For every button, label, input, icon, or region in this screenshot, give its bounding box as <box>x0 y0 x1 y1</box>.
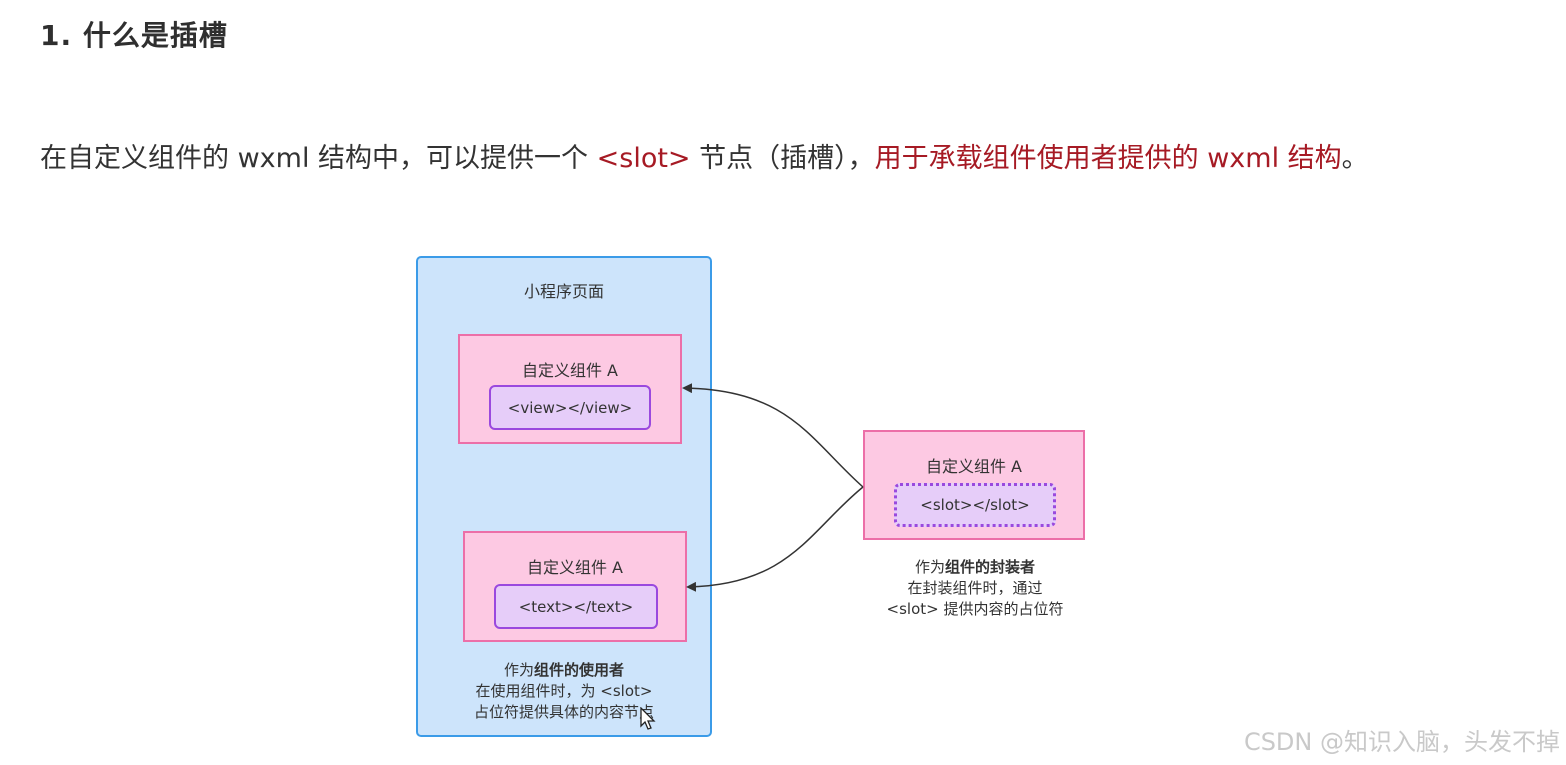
text-node: <text></text> <box>494 584 658 629</box>
consumer-component-top: 自定义组件 A <view></view> <box>458 334 682 444</box>
intro-text-1: 在自定义组件的 wxml 结构中，可以提供一个 <box>40 143 597 174</box>
consumer-component-bottom: 自定义组件 A <text></text> <box>463 531 687 642</box>
intro-paragraph: 在自定义组件的 wxml 结构中，可以提供一个 <slot> 节点（插槽），用于… <box>40 136 1369 175</box>
slot-node: <slot></slot> <box>894 483 1056 527</box>
intro-highlight: 用于承载组件使用者提供的 wxml 结构 <box>874 143 1342 174</box>
consumer-caption-line2: 在使用组件时，为 <slot> <box>475 682 653 700</box>
page-title: 小程序页面 <box>523 282 604 301</box>
provider-caption-line3: <slot> 提供内容的占位符 <box>886 600 1064 618</box>
consumer-caption-line3: 占位符提供具体的内容节点 <box>473 703 654 721</box>
watermark-text: CSDN @知识入脑，头发不掉 <box>1243 728 1560 756</box>
consumer-caption-line1: 作为组件的使用者 <box>503 661 625 679</box>
arrow-icon <box>682 383 864 488</box>
provider-caption: 作为组件的封装者 在封装组件时，通过 <slot> 提供内容的占位符 <box>830 557 1120 620</box>
provider-caption-line1: 作为组件的封装者 <box>914 558 1036 576</box>
intro-text-3: 。 <box>1341 143 1369 174</box>
provider-component: 自定义组件 A <slot></slot> <box>863 430 1085 540</box>
view-node: <view></view> <box>489 385 651 430</box>
consumer-caption: 作为组件的使用者 在使用组件时，为 <slot> 占位符提供具体的内容节点 <box>418 660 710 723</box>
mouse-cursor-icon <box>640 707 656 730</box>
slot-tag-text: <slot> <box>596 143 691 174</box>
section-heading: 1. 什么是插槽 <box>40 19 228 52</box>
component-title: 自定义组件 A <box>925 457 1023 476</box>
mini-program-page: 小程序页面 自定义组件 A <view></view> 自定义组件 A <tex… <box>416 256 712 737</box>
provider-caption-line2: 在封装组件时，通过 <box>907 579 1043 597</box>
component-title: 自定义组件 A <box>521 361 619 380</box>
intro-text-2: 节点（插槽）， <box>690 143 875 174</box>
component-title: 自定义组件 A <box>526 558 624 577</box>
arrow-icon <box>686 486 864 592</box>
